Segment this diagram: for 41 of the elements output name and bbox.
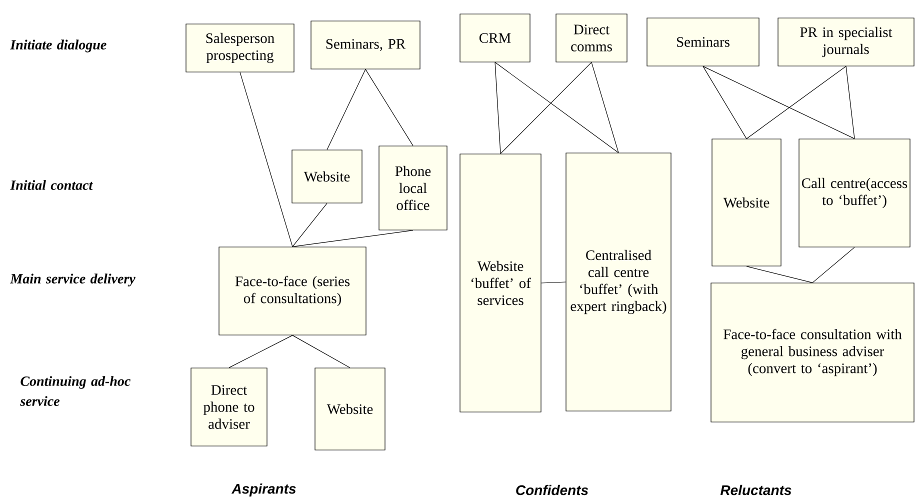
process-box: PR in specialist journals <box>778 18 914 66</box>
process-box: Seminars, PR <box>310 20 420 70</box>
connector-line <box>326 69 366 150</box>
column-label: Confidents <box>516 484 588 496</box>
process-box: Direct phone to adviser <box>190 368 268 446</box>
process-box: Call centre(access to ‘buffet’) <box>798 138 910 248</box>
process-box: Website <box>712 138 782 266</box>
connector-line <box>500 62 592 154</box>
connector-line <box>812 247 855 283</box>
row-label: Initial contact <box>10 180 93 190</box>
process-box: Face-to-face consultation with general business adviser (convert to ‘aspirant’) <box>710 282 914 422</box>
process-box: Phone local office <box>378 146 448 230</box>
connector-line <box>541 282 566 284</box>
connector-line <box>240 72 293 247</box>
process-box: Seminars <box>646 18 760 66</box>
column-label: Reluctants <box>720 484 792 496</box>
connector-line <box>292 230 414 247</box>
process-box: Website <box>292 150 362 204</box>
connector-line <box>365 69 414 146</box>
row-label: Initiate dialogue <box>10 40 106 52</box>
connector-line <box>591 62 619 153</box>
row-label: Continuing ad-hoc service <box>20 376 130 406</box>
connector-line <box>702 66 747 139</box>
process-box: Direct comms <box>556 14 628 62</box>
connector-line <box>292 335 350 368</box>
connector-line <box>494 62 619 153</box>
process-box: CRM <box>460 14 530 62</box>
connector-line <box>746 66 846 139</box>
process-box: Website ‘buffet’ of services <box>460 154 542 412</box>
process-box: Website <box>314 368 386 450</box>
connector-line <box>846 66 855 139</box>
connector-line <box>702 66 855 139</box>
connector-line <box>292 203 328 247</box>
column-label: Aspirants <box>231 483 296 497</box>
process-box: Face-to-face (series of consultations) <box>218 246 366 336</box>
connector-line <box>746 266 813 283</box>
row-label: Main service delivery <box>10 274 136 286</box>
connector-line <box>228 335 293 368</box>
process-box: Salesperson prospecting <box>186 24 294 72</box>
process-box: Centralised call centre ‘buffet’ (with expert ringback) <box>566 152 672 412</box>
connector-line <box>494 62 501 154</box>
